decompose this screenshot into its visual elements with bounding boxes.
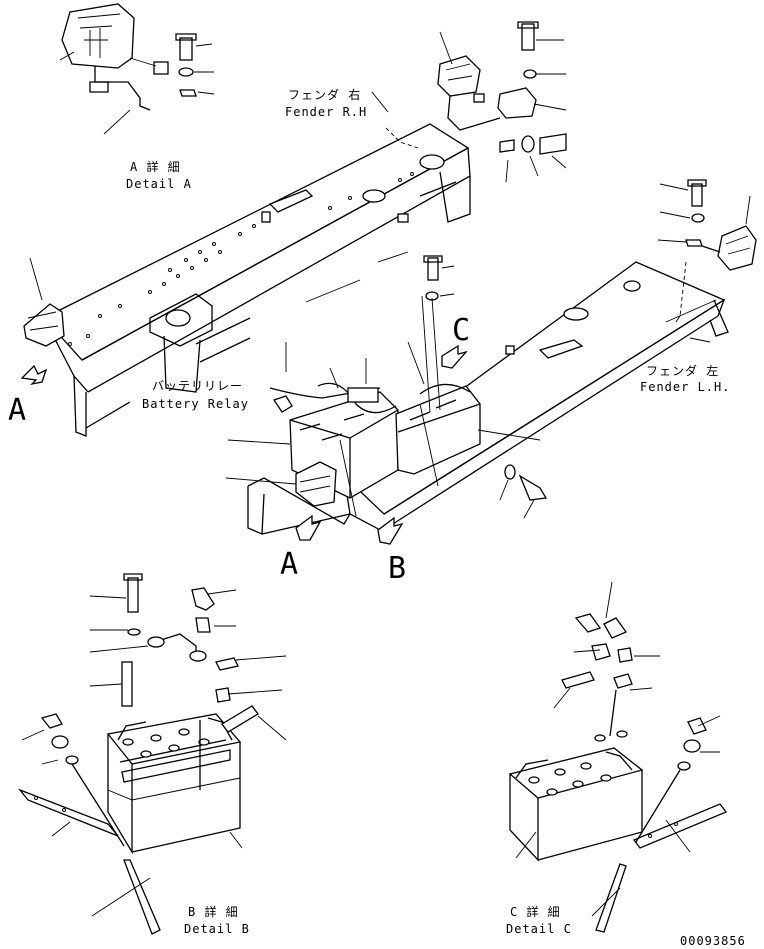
fender-rh-jp: フェンダ 右 xyxy=(288,87,361,102)
battery-relay-caption: バッテリリレー Battery Relay xyxy=(142,379,249,411)
fender-lh-caption: フェンダ 左 Fender L.H. xyxy=(640,363,730,394)
view-arrow-c: C xyxy=(441,313,470,369)
fender-rh xyxy=(23,123,471,437)
fender-lh-jp: フェンダ 左 xyxy=(646,363,719,378)
detail-a-jp: A 詳 細 xyxy=(130,159,181,174)
drawing-number: 00093856 xyxy=(680,934,746,948)
fender-rh-holes xyxy=(68,172,414,346)
battery-assembly xyxy=(225,255,548,519)
detail-c-jp: C 詳 細 xyxy=(510,904,561,919)
view-arrow-a-bottom: A xyxy=(280,514,322,582)
view-label-b: B xyxy=(388,551,406,586)
view-arrow-b: B xyxy=(377,516,406,586)
view-label-c: C xyxy=(452,313,470,348)
detail-a-lamp-group xyxy=(59,3,215,135)
detail-a-en: Detail A xyxy=(126,177,192,191)
fender-lh-en: Fender L.H. xyxy=(640,380,730,394)
detail-c-caption: C 詳 細 Detail C xyxy=(506,904,572,936)
fender-rh-en: Fender R.H xyxy=(285,105,367,119)
view-arrow-a-left: A xyxy=(8,364,48,428)
fender-lh-lamp-group xyxy=(657,179,757,271)
fender-rh-lamp-group xyxy=(371,21,567,183)
battery-relay-jp: バッテリリレー xyxy=(152,379,243,393)
detail-c-battery xyxy=(508,581,728,933)
fender-rh-caption: フェンダ 右 Fender R.H xyxy=(285,87,367,119)
detail-b-battery xyxy=(17,573,287,935)
detail-b-en: Detail B xyxy=(184,922,250,936)
battery-relay-en: Battery Relay xyxy=(142,397,249,411)
detail-a-caption: A 詳 細 Detail A xyxy=(126,159,192,191)
view-label-a-left: A xyxy=(8,393,26,428)
detail-b-caption: B 詳 細 Detail B xyxy=(184,904,250,936)
detail-c-en: Detail C xyxy=(506,922,572,936)
detail-b-jp: B 詳 細 xyxy=(188,904,239,919)
view-label-a-bottom: A xyxy=(280,547,298,582)
